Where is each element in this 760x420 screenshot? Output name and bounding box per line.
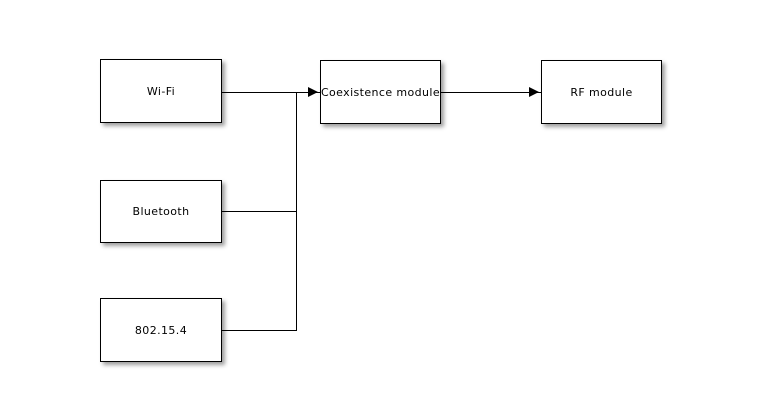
node-rf-module-label: RF module (570, 85, 633, 99)
node-802154[interactable]: 802.15.4 (100, 298, 222, 362)
arrowhead-into-coexistence (308, 87, 318, 97)
node-coexistence-module[interactable]: Coexistence module (320, 60, 441, 124)
edge-vertical-bus (296, 92, 297, 331)
node-bluetooth[interactable]: Bluetooth (100, 180, 222, 243)
node-bluetooth-label: Bluetooth (132, 205, 190, 218)
node-wifi[interactable]: Wi-Fi (100, 59, 222, 123)
node-coexistence-module-label: Coexistence module (320, 85, 441, 99)
edge-wifi-to-bus (222, 92, 297, 93)
edge-coexistence-to-rf (441, 92, 541, 93)
node-802154-label: 802.15.4 (134, 323, 188, 337)
arrowhead-into-rf (529, 87, 539, 97)
node-wifi-label: Wi-Fi (146, 84, 176, 98)
edge-802154-to-bus (222, 330, 297, 331)
node-rf-module[interactable]: RF module (541, 60, 662, 124)
edge-bluetooth-to-bus (222, 211, 297, 212)
